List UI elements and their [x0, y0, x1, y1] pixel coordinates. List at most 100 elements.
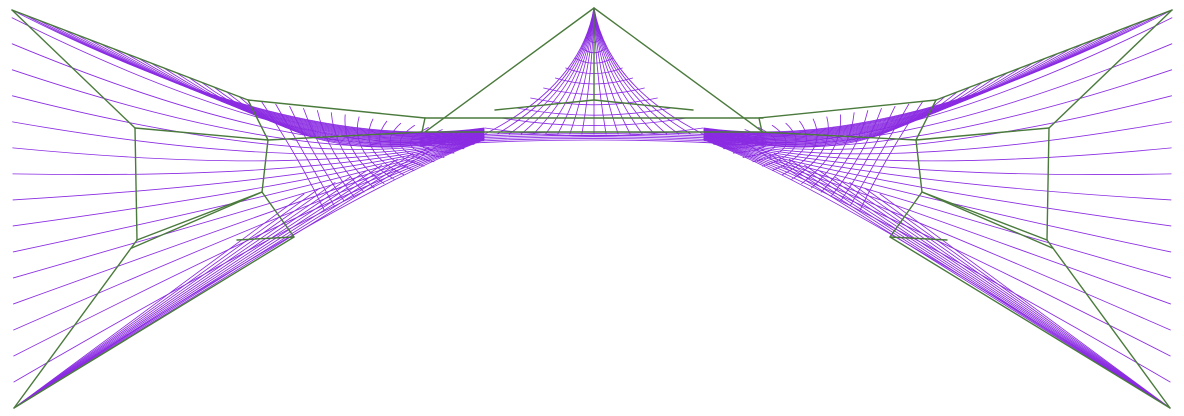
left-membrane-warp [12, 121, 485, 155]
right-top-tie [758, 99, 937, 119]
right-membrane-warp [703, 136, 1172, 201]
left-membrane-warp [200, 81, 485, 145]
right-membrane-weft [752, 124, 787, 163]
left-membrane-sweep [13, 153, 414, 409]
right-membrane-warp [703, 38, 1097, 137]
right-upper-stay [1048, 9, 1173, 129]
left-membrane-weft [316, 110, 365, 193]
center-membrane-radial [545, 7, 595, 135]
left-membrane-warp [87, 38, 485, 137]
left-mast [134, 127, 138, 241]
left-membrane-weft [368, 118, 405, 176]
right-membrane-weft [713, 133, 748, 146]
left-lower-stay [13, 239, 138, 409]
left-lower-cable [13, 236, 295, 409]
left-tie-post [421, 117, 426, 133]
right-membrane-sweep [849, 182, 1171, 409]
right-lower-stay [1046, 239, 1171, 409]
left-membrane-weft [389, 122, 425, 167]
right-membrane-warp [703, 138, 1171, 305]
left-edge-cable-top [11, 9, 249, 101]
right-membrane-warp [703, 48, 1072, 139]
right-membrane-sweep [879, 193, 1171, 409]
right-membrane-warp [703, 43, 1173, 145]
left-membrane-warp [12, 137, 485, 227]
center-membrane-radial [520, 7, 595, 135]
center-membrane-ring [530, 97, 658, 106]
right-membrane-weft [771, 120, 807, 171]
left-membrane-warp [13, 138, 485, 331]
center-membrane-radial [533, 7, 595, 135]
center-membrane-radial [496, 7, 595, 135]
right-membrane-warp [703, 136, 1172, 162]
right-membrane-sweep [758, 147, 1171, 409]
support-frame [11, 7, 1173, 409]
membrane-band-line [419, 133, 765, 141]
center-membrane-radial [569, 7, 595, 135]
right-membrane-weft [801, 114, 841, 184]
right-bottom-boom [921, 191, 1048, 241]
right-membrane-sweep [743, 141, 1171, 409]
right-mast [1046, 127, 1050, 241]
membrane-band-line [419, 134, 765, 142]
left-membrane-warp [12, 137, 485, 253]
left-upper-stay [11, 9, 136, 129]
left-membrane-weft [356, 116, 395, 180]
right-lower-cable [889, 236, 1171, 409]
membrane-band-line [419, 137, 765, 145]
left-membrane-warp [13, 138, 485, 305]
left-brace [130, 191, 263, 250]
left-membrane-warp [12, 136, 485, 162]
left-membrane-warp [36, 19, 485, 134]
right-membrane-warp [703, 139, 1171, 383]
center-right-stay [593, 7, 764, 133]
membrane-band-line [419, 139, 765, 147]
right-membrane-warp [703, 137, 1172, 253]
right-membrane-weft [810, 112, 855, 189]
right-membrane-warp [703, 136, 1172, 175]
left-top-tie [247, 99, 426, 119]
right-membrane-warp [703, 137, 1172, 227]
right-top-boom [915, 127, 1050, 141]
right-inner-post [915, 139, 923, 193]
right-membrane-sweep [864, 187, 1171, 409]
right-membrane-weft [762, 122, 797, 167]
right-membrane-sweep [773, 153, 1171, 409]
right-mid-tie [761, 131, 917, 141]
left-membrane-weft [330, 112, 375, 189]
right-membrane-sweep [804, 164, 1171, 409]
right-membrane-warp [703, 72, 1009, 143]
right-membrane-weft [840, 105, 896, 202]
left-mid-tie [267, 131, 423, 141]
right-hood-tie [915, 99, 937, 141]
right-membrane-sweep [819, 170, 1171, 409]
left-hood-tie [247, 99, 269, 141]
left-membrane-sweep [13, 170, 367, 409]
right-membrane-weft [850, 103, 910, 206]
right-brace [921, 191, 1054, 250]
left-membrane-weft [400, 124, 435, 163]
center-right-rafter [593, 99, 694, 111]
left-membrane-warp [163, 67, 485, 142]
center-membrane-ring [500, 117, 688, 127]
left-membrane-weft [379, 120, 415, 171]
left-membrane-sweep [13, 176, 352, 409]
left-bottom-boom [136, 191, 263, 241]
left-membrane-sweep [13, 164, 383, 409]
left-membrane-weft [261, 101, 325, 211]
left-membrane-sweep [13, 187, 320, 409]
right-membrane-sweep [834, 176, 1171, 409]
right-membrane-panel [703, 9, 1173, 409]
right-membrane-weft [732, 129, 767, 154]
center-left-stay [424, 7, 595, 133]
right-tie-post [758, 117, 763, 133]
left-membrane-sweep [13, 158, 398, 409]
center-membrane-radial [484, 7, 595, 135]
right-membrane-warp [703, 28, 1122, 136]
left-membrane-warp [13, 139, 485, 383]
right-membrane-warp [703, 121, 1172, 155]
left-membrane-sweep [13, 147, 429, 409]
left-inner-post [261, 139, 269, 193]
